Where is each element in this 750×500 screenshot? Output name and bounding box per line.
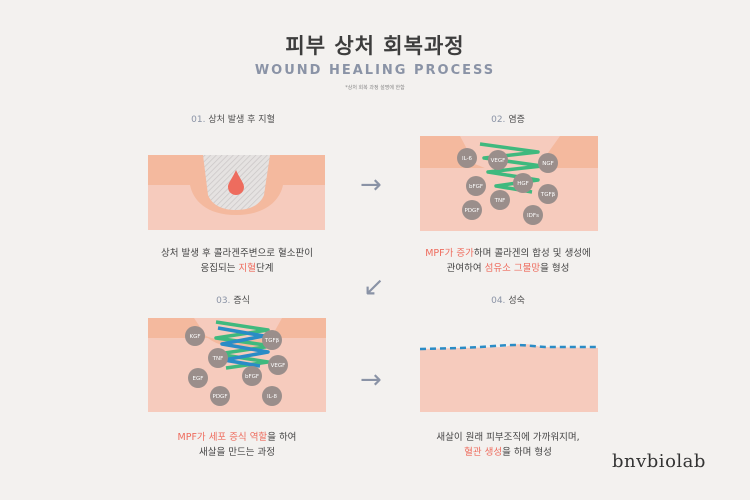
factor-circle	[457, 148, 477, 168]
factor-circle	[242, 366, 262, 386]
step-name: 염증	[508, 115, 525, 125]
factor-circle	[488, 150, 508, 170]
step-number: 02.	[491, 115, 506, 125]
page-title: 피부 상처 회복과정	[285, 34, 465, 58]
step-4-illustration	[420, 318, 598, 412]
factor-circle	[210, 386, 230, 406]
step-1-illustration	[148, 155, 325, 230]
factor-circle	[513, 173, 533, 193]
step-4-description: 새살이 원래 피부조직에 가까워지며, 혈관 생성을 하며 형성	[388, 430, 628, 460]
step-name: 성숙	[508, 296, 525, 306]
step-3-description: MPF가 세포 증식 역할을 하여 새살을 만드는 과정	[117, 430, 357, 460]
factor-label: TNF	[212, 356, 224, 362]
desc-highlight: MPF가 세포 증식 역할	[177, 432, 268, 443]
arrow-right-icon: →	[360, 170, 382, 200]
desc-line-1: 상처 발생 후 콜라겐주변으로 혈소판이	[161, 248, 313, 259]
step-2-description: MPF가 증가하며 콜라겐의 합성 및 생성에 관여하여 섬유소 그물망을 형성	[388, 246, 628, 276]
desc-line-2: 관여하여 섬유소 그물망을 형성	[388, 261, 628, 276]
page-subtitle: WOUND HEALING PROCESS	[254, 63, 496, 78]
factor-circle	[490, 190, 510, 210]
factor-label: KGF	[189, 334, 200, 340]
factor-label: PDGF	[465, 208, 480, 214]
step-number: 01.	[191, 115, 206, 125]
factor-label: TGFβ	[264, 338, 280, 344]
desc-text: 하며 콜라겐의 합성 및 생성에	[473, 248, 591, 259]
factor-label: IL-8	[267, 394, 278, 400]
factor-label: HGF	[517, 181, 529, 187]
arrow-right-icon: →	[360, 365, 382, 395]
step-3-label: 03. 증식	[133, 293, 333, 306]
factor-label: bFGF	[245, 374, 259, 380]
factor-label: TNF	[494, 198, 506, 204]
footnote: *상처 회복 과정 설명에 한함	[345, 85, 405, 91]
step-number: 03.	[216, 296, 231, 306]
desc-text: 을 하여	[267, 432, 297, 443]
factor-circle	[188, 368, 208, 388]
factor-label: IDFs	[527, 213, 539, 219]
factor-circle	[185, 326, 205, 346]
brand-logo: bnvbiolab	[612, 451, 706, 472]
desc-text: 관여하여	[446, 263, 485, 274]
desc-line-1: MPF가 증가하며 콜라겐의 합성 및 생성에	[388, 246, 628, 261]
factor-circle	[523, 205, 543, 225]
desc-line-1: 새살이 원래 피부조직에 가까워지며,	[436, 432, 580, 443]
step-1-label: 01. 상처 발생 후 지혈	[133, 112, 333, 125]
factor-circle	[208, 348, 228, 368]
factor-label: IL-6	[462, 156, 473, 162]
factor-circle	[538, 184, 558, 204]
factor-label: TGFβ	[540, 192, 556, 198]
factor-label: EGF	[193, 376, 204, 382]
factor-label: VEGF	[491, 158, 506, 164]
step-name: 증식	[233, 296, 250, 306]
desc-line-2: 응집되는 지혈단계	[117, 261, 357, 276]
factor-circle	[466, 176, 486, 196]
desc-text: 을 형성	[540, 263, 570, 274]
arrow-down-left-icon: ↙	[363, 272, 385, 302]
factor-label: NGF	[542, 161, 554, 167]
desc-highlight: MPF가 증가	[425, 248, 474, 259]
desc-text: 단계	[255, 263, 274, 274]
factor-circle	[462, 200, 482, 220]
desc-line-2: 새살을 만드는 과정	[199, 447, 275, 458]
desc-highlight: 혈관 생성	[464, 447, 503, 458]
step-number: 04.	[491, 296, 506, 306]
factor-circle	[262, 330, 282, 350]
desc-highlight: 섬유소 그물망	[484, 263, 541, 274]
step-1-description: 상처 발생 후 콜라겐주변으로 혈소판이 응집되는 지혈단계	[117, 246, 357, 276]
factor-circle	[268, 355, 288, 375]
step-2-label: 02. 염증	[408, 112, 608, 125]
desc-text: 응집되는	[200, 263, 239, 274]
desc-line-1: MPF가 세포 증식 역할을 하여	[117, 430, 357, 445]
desc-highlight: 지혈	[238, 263, 256, 274]
desc-text: 을 하며 형성	[502, 447, 552, 458]
step-4-label: 04. 성숙	[408, 293, 608, 306]
factor-label: VEGF	[271, 363, 286, 369]
factor-label: PDGF	[213, 394, 228, 400]
factor-circle	[262, 386, 282, 406]
factor-circle	[538, 153, 558, 173]
desc-line-2: 혈관 생성을 하며 형성	[388, 445, 628, 460]
step-name: 상처 발생 후 지혈	[208, 115, 275, 125]
droplet-icon	[228, 170, 244, 195]
factor-label: bFGF	[469, 184, 483, 190]
